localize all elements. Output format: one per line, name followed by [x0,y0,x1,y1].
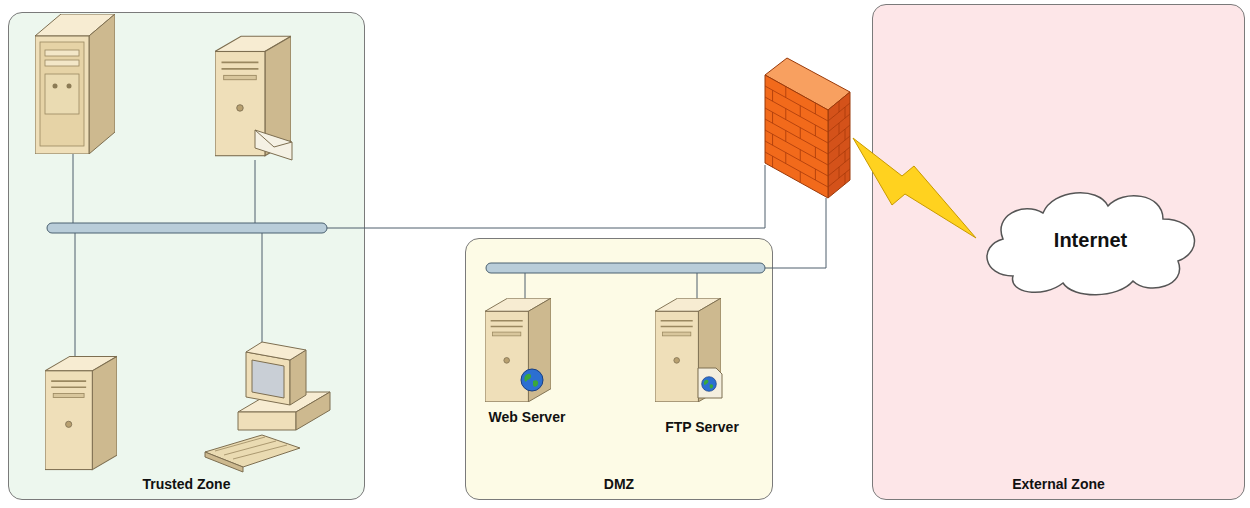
firewall [765,58,850,198]
dmz-servers [655,298,721,402]
node-label: Internet [973,229,1208,252]
workstation [296,392,330,430]
firewall [765,58,850,110]
wires [697,268,698,300]
firewall [772,90,773,101]
firewall [785,131,786,142]
ftp-document [698,368,722,398]
workstation [246,342,306,360]
firewall [800,106,801,117]
firewall [765,108,828,143]
firewall [828,158,850,176]
mail-envelope [255,130,292,160]
firewall [772,156,773,167]
firewall [815,147,816,158]
dmz-zone: DMZ Web ServerFTP Server [465,238,773,500]
firewall [839,101,840,112]
wires [75,228,76,360]
bus-bars [47,223,765,273]
wires [73,150,74,228]
zone-label: Trusted Zone [9,476,364,492]
firewall [765,152,828,187]
trusted-zone: Trusted Zone [8,12,365,500]
firewall [845,129,846,140]
firewall [845,173,846,184]
trusted-servers [35,14,115,154]
trusted-servers [45,356,117,469]
firewall [815,103,816,114]
lightning-link [853,138,976,238]
ftp-server: FTP Server [646,289,758,437]
keyboard-keys [224,441,276,455]
firewall [765,97,828,132]
ftp-document [698,368,722,398]
node-label: FTP Server [646,419,758,435]
firewall [765,75,828,198]
bus-bars [47,223,327,233]
node-label: Web Server [471,409,583,425]
workstation [205,435,300,467]
firewall [839,123,840,134]
workstation [205,342,330,472]
workstation [252,360,284,398]
trusted-servers [35,14,330,472]
external-zone: External Zone Internet [872,4,1245,500]
dmz-servers [485,298,722,402]
firewall [800,128,801,139]
firewall [765,119,828,154]
firewall [839,167,840,178]
workstation [238,392,330,412]
firewall [765,141,828,176]
workstation [246,352,290,405]
ftp-document [702,377,717,392]
dmz-servers [485,298,551,402]
firewall [828,169,850,187]
firewall [800,150,801,161]
firewall [772,134,773,145]
wires [763,198,826,268]
keyboard-keys [215,437,265,451]
internet-cloud: Internet [973,181,1208,299]
firewall [785,109,786,120]
wires [255,160,256,228]
firewall [785,87,786,98]
firewall [785,153,786,164]
mail-envelope [255,130,292,147]
firewall [828,114,850,132]
firewall [815,125,816,136]
firewall [800,172,801,183]
firewall [772,112,773,123]
zone-label: DMZ [466,476,772,492]
keyboard-keys [215,437,287,459]
firewall [845,151,846,162]
firewall [815,169,816,180]
dmz-servers [521,369,543,391]
firewall [839,145,840,156]
firewall [845,107,846,118]
zone-label: External Zone [873,476,1244,492]
firewall [828,92,850,198]
trusted-servers [215,36,291,155]
keyboard-keys [233,445,287,459]
firewall [828,136,850,154]
firewall [828,147,850,165]
wires [262,228,263,350]
workstation [290,350,306,405]
wires [525,268,526,300]
workstation [205,452,243,472]
wires [325,165,765,228]
firewall [765,130,828,165]
firewall [828,125,850,143]
bus-bars [486,263,765,273]
firewall [765,86,850,187]
mail-envelope [255,130,292,160]
workstation [238,412,296,430]
web-server: Web Server [471,289,583,427]
firewall [828,103,850,121]
firewall [765,86,828,121]
wires [73,150,826,360]
